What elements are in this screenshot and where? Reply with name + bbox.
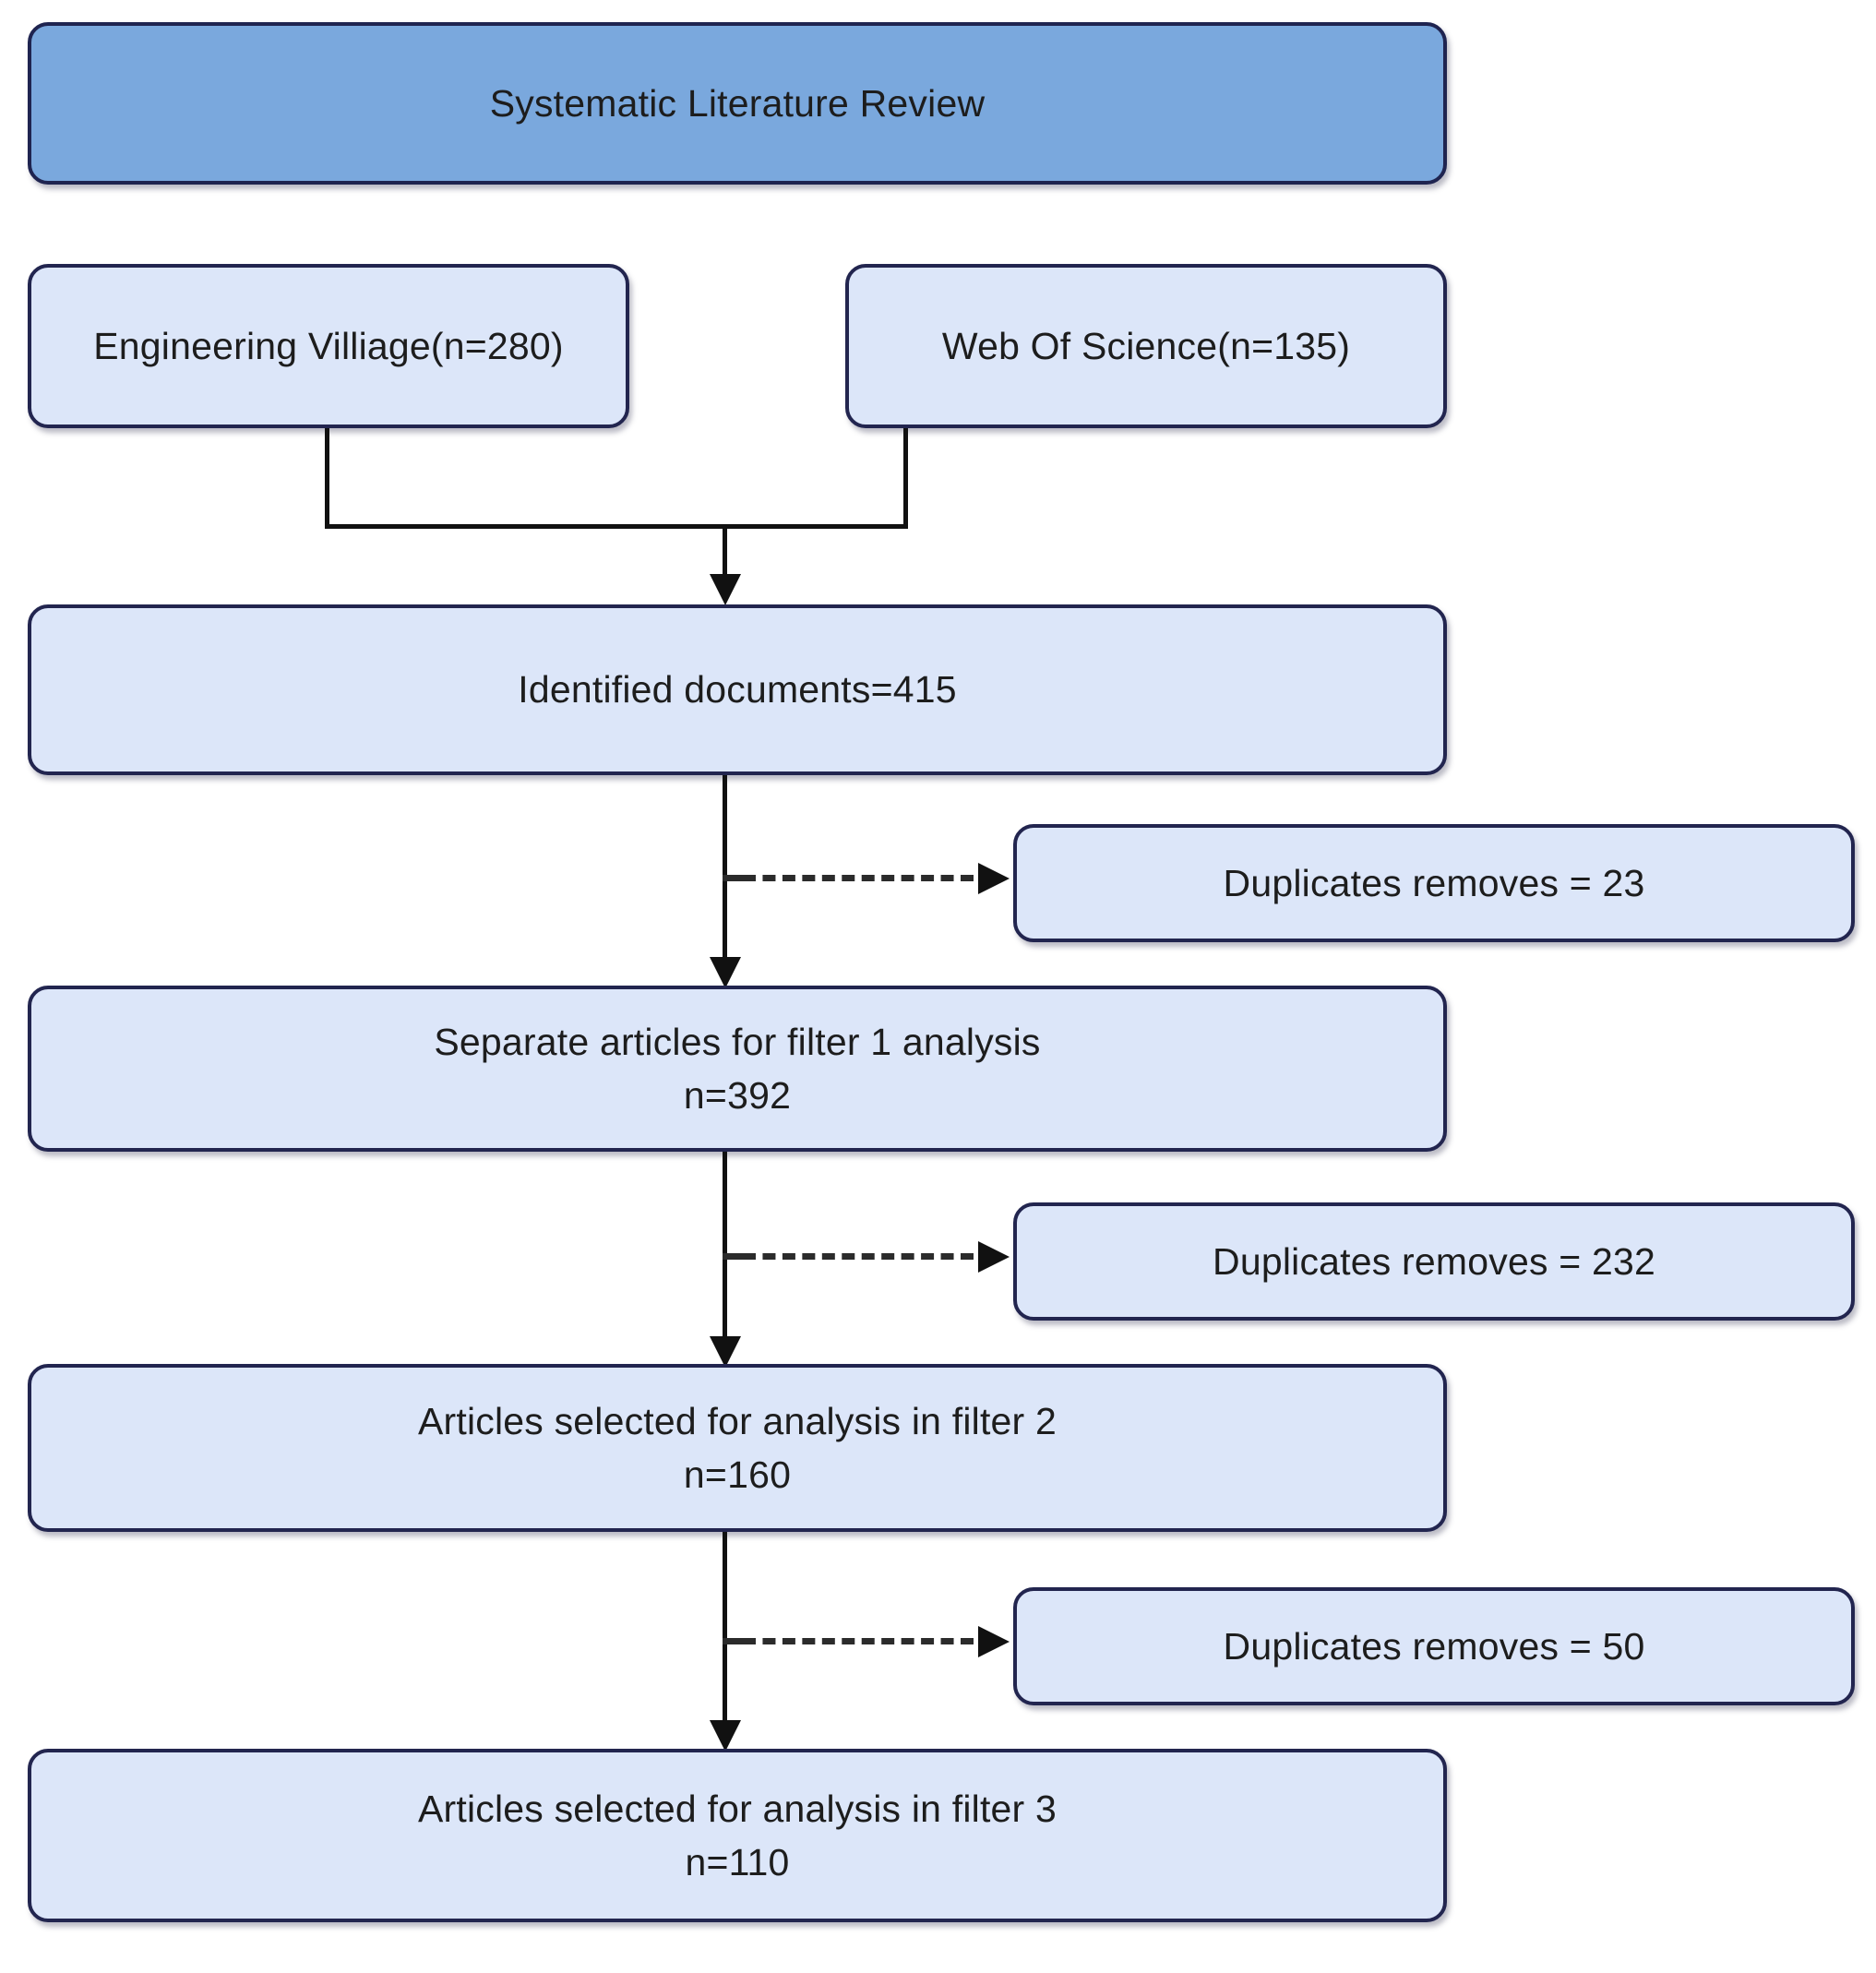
branch-tick-1 <box>723 875 748 881</box>
node-duplicates-removed-1: Duplicates removes = 23 <box>1013 824 1855 942</box>
arrowhead-filter1-to-filter2 <box>710 1336 741 1368</box>
branch-tick-3 <box>723 1638 748 1644</box>
connector-filter1-to-filter2 <box>723 1152 727 1344</box>
connector-merge-to-identified <box>723 524 727 581</box>
node-systematic-literature-review: Systematic Literature Review <box>28 22 1447 185</box>
node-engineering-village: Engineering Villiage(n=280) <box>28 264 629 428</box>
dashed-connector-duplicates-3 <box>743 1638 974 1644</box>
arrowhead-duplicates-2 <box>978 1241 1010 1273</box>
connector-identified-to-filter1 <box>723 775 727 964</box>
arrowhead-merge-to-identified <box>710 574 741 605</box>
connector-source-merge-bar <box>325 524 908 529</box>
node-label: Identified documents=415 <box>518 668 957 711</box>
node-filter-2: Articles selected for analysis in filter… <box>28 1364 1447 1532</box>
branch-tick-2 <box>723 1253 748 1260</box>
node-label: Web Of Science(n=135) <box>941 324 1351 367</box>
node-label: Duplicates removes = 50 <box>1223 1624 1645 1668</box>
node-label: Duplicates removes = 232 <box>1213 1239 1655 1283</box>
node-label: Articles selected for analysis in filter… <box>417 1787 1057 1883</box>
node-label: Separate articles for filter 1 analysis … <box>434 1020 1041 1117</box>
arrowhead-filter2-to-filter3 <box>710 1720 741 1752</box>
arrowhead-duplicates-1 <box>978 863 1010 894</box>
node-label: Engineering Villiage(n=280) <box>93 324 564 367</box>
dashed-connector-duplicates-1 <box>743 875 974 881</box>
dashed-connector-duplicates-2 <box>743 1253 974 1260</box>
node-label: Articles selected for analysis in filter… <box>417 1399 1057 1496</box>
node-label: Systematic Literature Review <box>489 81 986 125</box>
node-duplicates-removed-3: Duplicates removes = 50 <box>1013 1587 1855 1705</box>
node-web-of-science: Web Of Science(n=135) <box>845 264 1447 428</box>
connector-source-right-stem <box>903 428 908 528</box>
node-label: Duplicates removes = 23 <box>1223 861 1645 904</box>
node-duplicates-removed-2: Duplicates removes = 232 <box>1013 1202 1855 1321</box>
node-filter-3: Articles selected for analysis in filter… <box>28 1749 1447 1922</box>
connector-source-left-stem <box>325 428 329 528</box>
arrowhead-duplicates-3 <box>978 1626 1010 1657</box>
node-identified-documents: Identified documents=415 <box>28 604 1447 775</box>
arrowhead-identified-to-filter1 <box>710 957 741 988</box>
connector-filter2-to-filter3 <box>723 1532 727 1728</box>
node-filter-1: Separate articles for filter 1 analysis … <box>28 986 1447 1152</box>
